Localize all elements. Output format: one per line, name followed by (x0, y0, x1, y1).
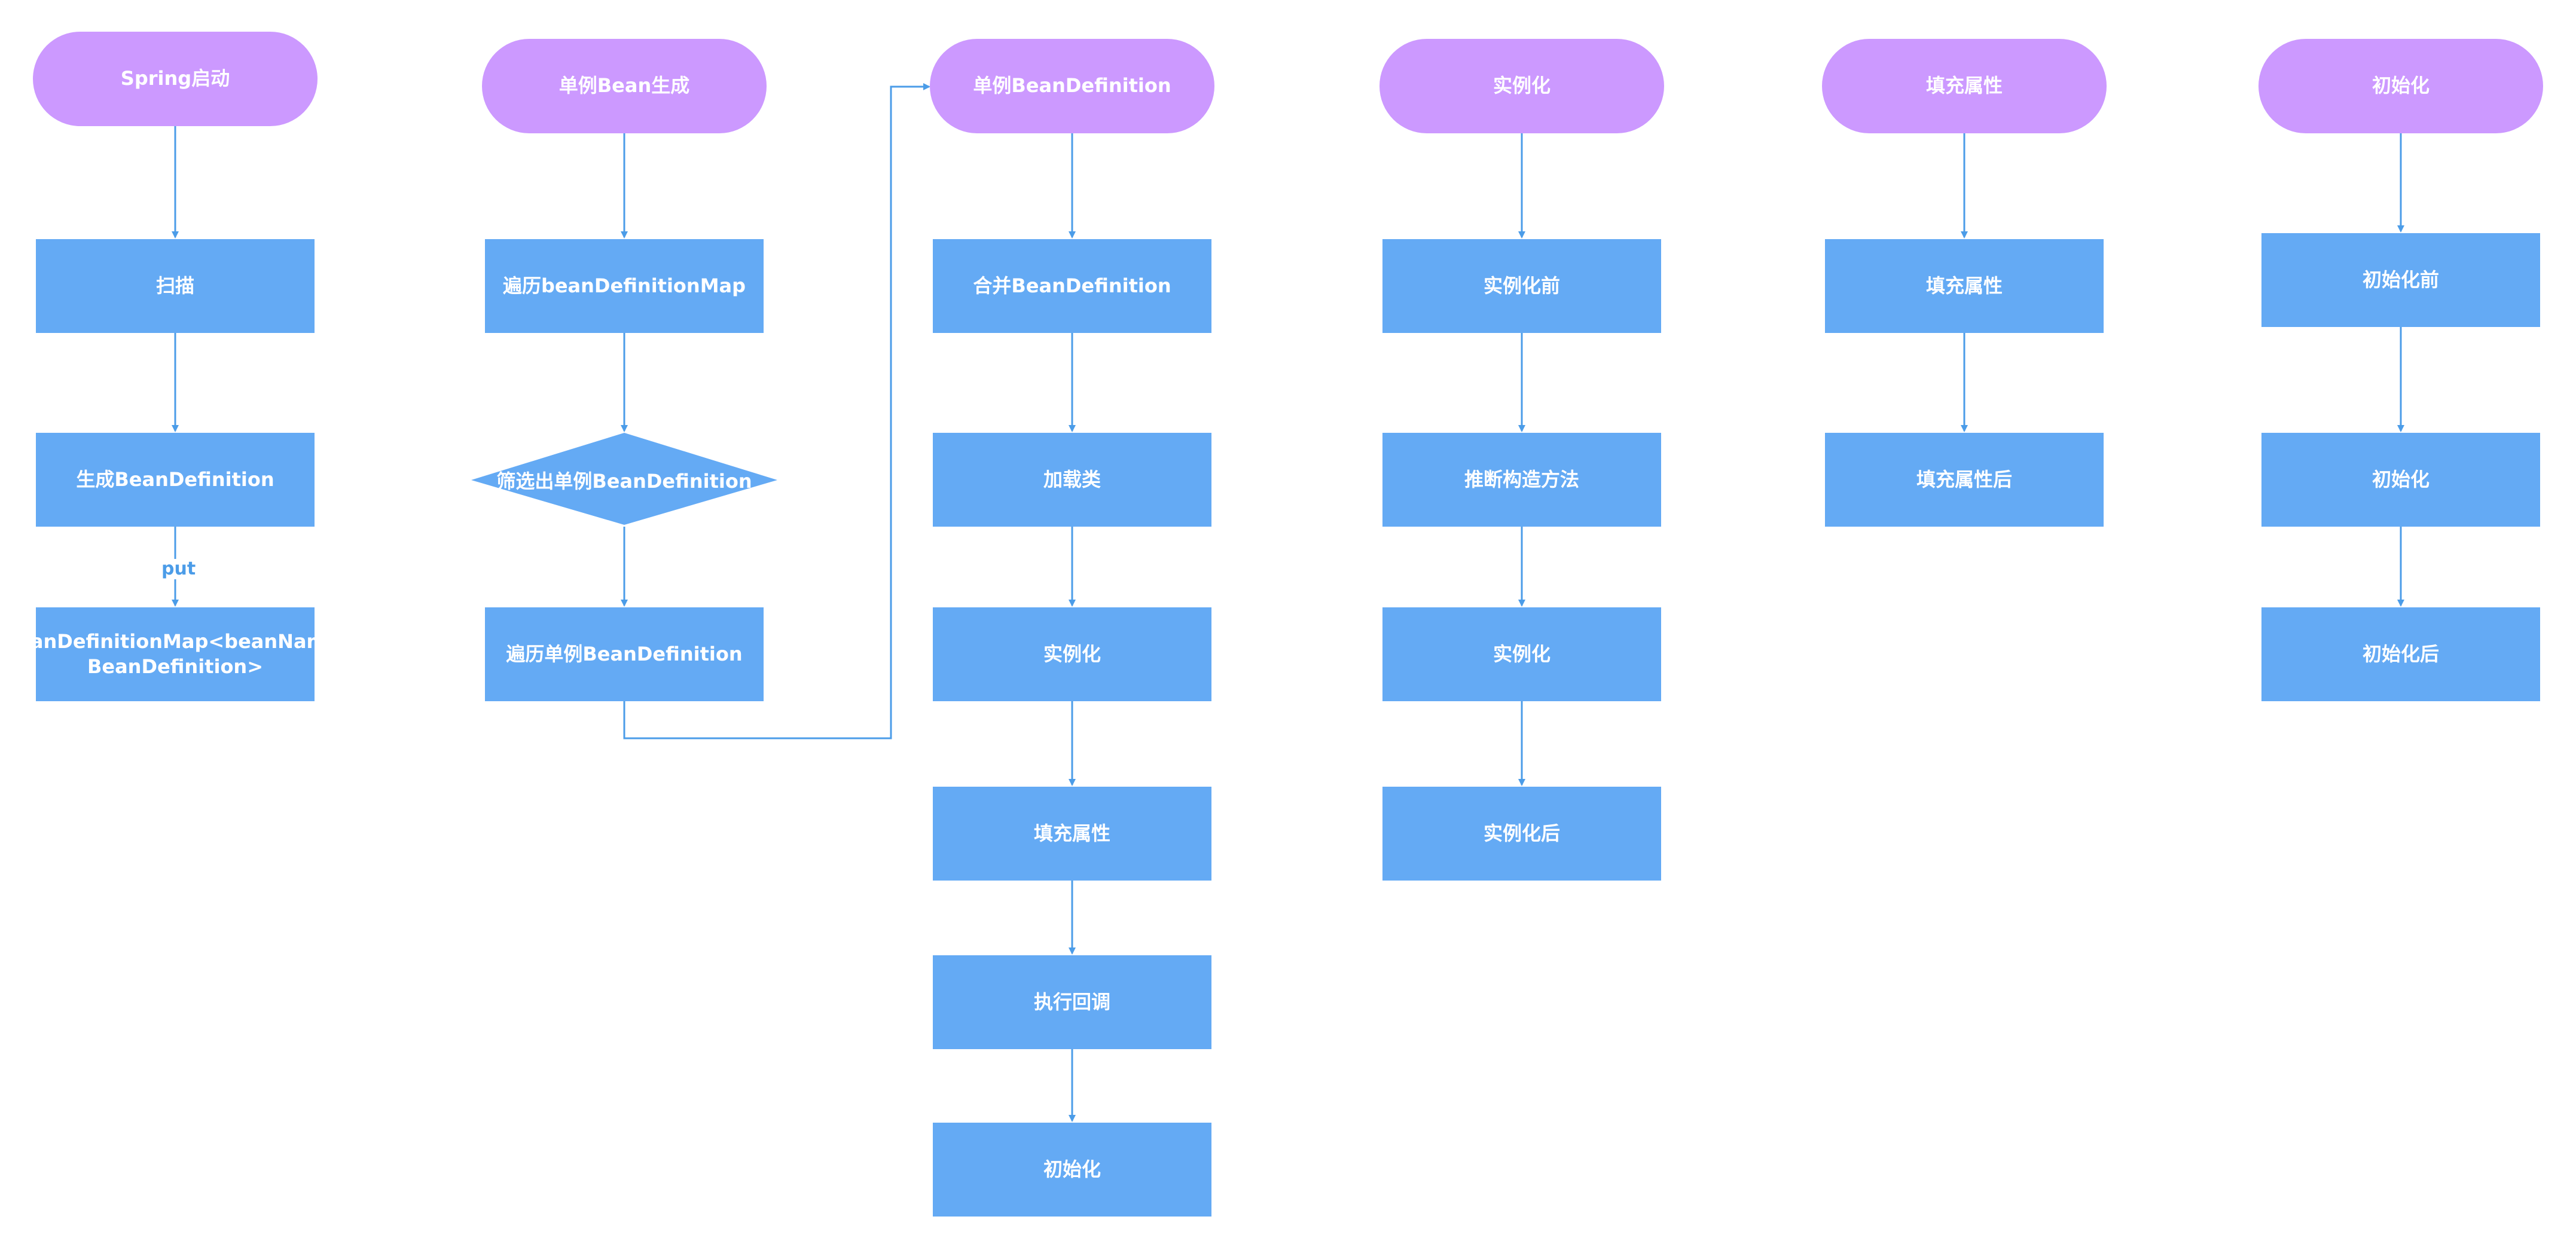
initialization-terminal: 初始化 (2258, 39, 2543, 133)
bean-definition-map-step: beanDefinitionMap<beanName, BeanDefiniti… (4, 607, 347, 701)
instantiation-step: 实例化 (1382, 607, 1661, 701)
infer-constructor-step: 推断构造方法 (1382, 433, 1661, 527)
before-instantiation-step: 实例化前 (1382, 239, 1661, 333)
filter-decision-shape (471, 433, 777, 525)
execute-callbacks-step: 执行回调 (933, 955, 1211, 1049)
singleton-bean-creation-terminal: 单例Bean生成 (482, 39, 767, 133)
initialize-step: 初始化 (933, 1123, 1211, 1217)
singleton-bean-definition-terminal: 单例BeanDefinition (930, 39, 1214, 133)
arrow-iterate-single-to-bean-definition (623, 83, 930, 739)
populate-properties-step: 填充属性 (933, 787, 1211, 881)
after-initialization-step: 初始化后 (2261, 607, 2540, 701)
spring-start-terminal: Spring启动 (33, 32, 318, 126)
populate-step: 填充属性 (1825, 239, 2104, 333)
after-populate-step: 填充属性后 (1825, 433, 2104, 527)
iterate-bean-definition-map-step: 遍历beanDefinitionMap (485, 239, 764, 333)
instantiation-terminal: 实例化 (1379, 39, 1664, 133)
merge-bean-definition-step: 合并BeanDefinition (933, 239, 1211, 333)
instantiate-step: 实例化 (933, 607, 1211, 701)
after-instantiation-step: 实例化后 (1382, 787, 1661, 881)
iterate-singleton-bean-definition-step: 遍历单例BeanDefinition (485, 607, 764, 701)
scan-step: 扫描 (36, 239, 315, 333)
filter-singleton-bean-definition-decision: 筛选出单例BeanDefinition (496, 469, 752, 493)
generate-bean-definition-step: 生成BeanDefinition (36, 433, 315, 527)
before-initialization-step: 初始化前 (2261, 233, 2540, 327)
load-class-step: 加载类 (933, 433, 1211, 527)
populate-properties-terminal: 填充属性 (1822, 39, 2107, 133)
initialization-step: 初始化 (2261, 433, 2540, 527)
put-edge-label: put (159, 559, 199, 579)
